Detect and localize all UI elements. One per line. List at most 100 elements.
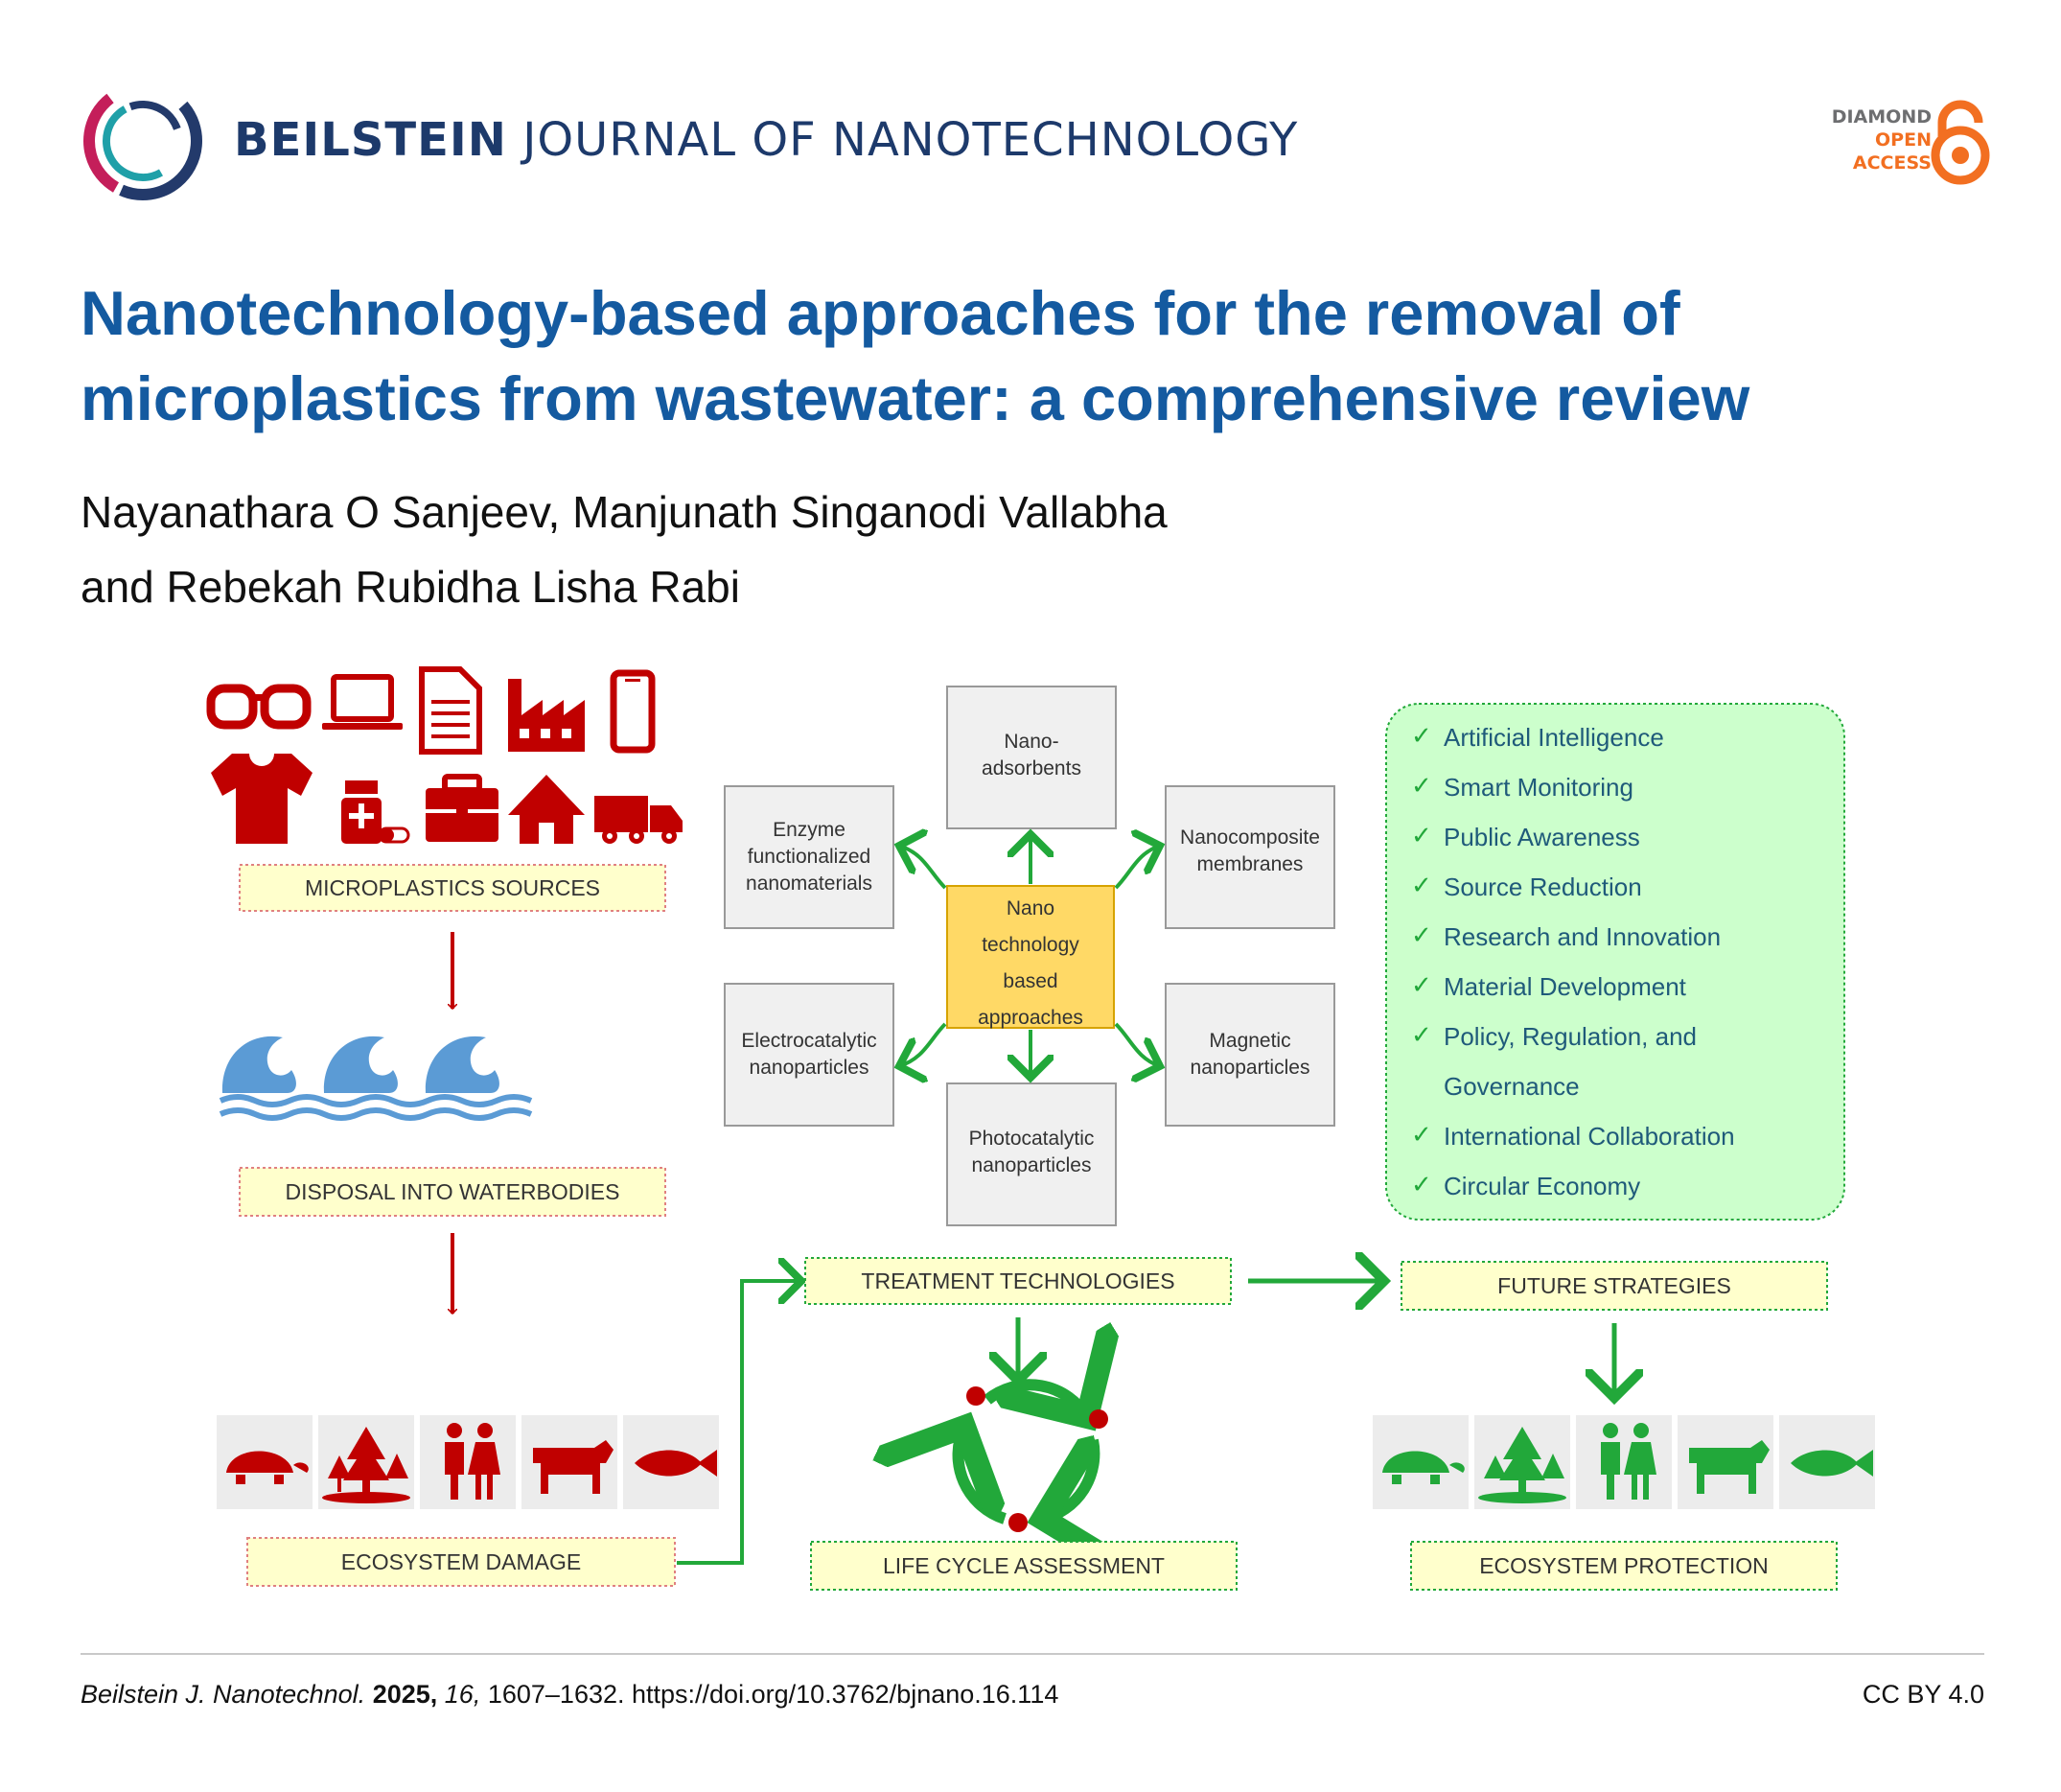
people-icon	[1601, 1423, 1656, 1500]
svg-text:International Collaboration: International Collaboration	[1444, 1122, 1735, 1151]
cow-icon	[533, 1440, 614, 1494]
svg-text:Artificial Intelligence: Artificial Intelligence	[1444, 723, 1664, 752]
nano-cluster: Nano- adsorbents Enzyme functionalized n…	[724, 686, 1335, 1226]
journal-title-bold: BEILSTEIN	[234, 113, 507, 167]
disposal-label: DISPOSAL INTO WATERBODIES	[239, 1167, 666, 1217]
svg-text:adsorbents: adsorbents	[982, 757, 1081, 780]
medicine-icon	[341, 780, 410, 844]
authors: Nayanathara O Sanjeev, Manjunath Singano…	[81, 475, 1902, 624]
svg-text:Nano: Nano	[1007, 897, 1054, 919]
ecosystem-damage-label: ECOSYSTEM DAMAGE	[246, 1537, 676, 1587]
turtle-icon	[1382, 1451, 1465, 1484]
svg-text:nanoparticles: nanoparticles	[1191, 1057, 1310, 1079]
license-label: CC BY 4.0	[1862, 1680, 1984, 1709]
svg-text:membranes: membranes	[1197, 853, 1304, 875]
svg-text:nanoparticles: nanoparticles	[972, 1154, 1092, 1176]
svg-text:✓: ✓	[1411, 970, 1432, 999]
svg-text:Source Reduction: Source Reduction	[1444, 873, 1642, 901]
svg-text:✓: ✓	[1411, 821, 1432, 849]
citation-year: 2025,	[372, 1680, 438, 1709]
future-strategies-label: FUTURE STRATEGIES	[1401, 1261, 1828, 1311]
people-icon	[445, 1423, 500, 1500]
svg-text:Magnetic: Magnetic	[1209, 1030, 1290, 1052]
svg-text:Smart Monitoring: Smart Monitoring	[1444, 773, 1633, 802]
document-icon	[419, 666, 482, 755]
svg-text:LIFE CYCLE ASSESSMENT: LIFE CYCLE ASSESSMENT	[883, 1553, 1165, 1578]
tshirt-icon	[211, 754, 313, 844]
trees-icon	[322, 1427, 410, 1503]
svg-text:✓: ✓	[1411, 771, 1432, 800]
laptop-icon	[322, 674, 403, 730]
svg-text:MICROPLASTICS SOURCES: MICROPLASTICS SOURCES	[305, 875, 600, 900]
glasses-icon	[206, 684, 312, 730]
open-access-label: DIAMOND OPEN ACCESS	[1832, 105, 1932, 175]
waves-icon	[219, 1036, 533, 1121]
life-cycle-assessment-label: LIFE CYCLE ASSESSMENT	[810, 1541, 1238, 1591]
phone-icon	[610, 669, 656, 754]
citation-journal: Beilstein J. Nanotechnol.	[81, 1680, 366, 1709]
article-title: Nanotechnology-based approaches for the …	[81, 270, 1979, 441]
citation-volume: 16,	[444, 1680, 481, 1709]
house-icon	[508, 775, 585, 844]
svg-text:ECOSYSTEM DAMAGE: ECOSYSTEM DAMAGE	[341, 1549, 581, 1574]
svg-text:✓: ✓	[1411, 1170, 1432, 1199]
authors-line: Nayanathara O Sanjeev, Manjunath Singano…	[81, 487, 1168, 537]
article-title-line: microplastics from wastewater: a compreh…	[81, 363, 1750, 433]
svg-text:nanomaterials: nanomaterials	[746, 873, 872, 895]
svg-text:TREATMENT TECHNOLOGIES: TREATMENT TECHNOLOGIES	[861, 1268, 1174, 1293]
svg-text:FUTURE STRATEGIES: FUTURE STRATEGIES	[1497, 1273, 1731, 1298]
svg-text:technology: technology	[982, 934, 1079, 956]
svg-text:functionalized: functionalized	[748, 846, 870, 868]
oa-line-open: OPEN	[1875, 129, 1932, 151]
fish-icon	[1791, 1450, 1873, 1477]
svg-text:nanoparticles: nanoparticles	[750, 1057, 869, 1079]
beilstein-logo-icon	[83, 81, 202, 200]
svg-text:Nanocomposite: Nanocomposite	[1180, 826, 1320, 849]
ecosystem-protection-label: ECOSYSTEM PROTECTION	[1410, 1541, 1838, 1591]
oa-line-diamond: DIAMOND	[1831, 106, 1932, 128]
authors-line: and Rebekah Rubidha Lisha Rabi	[81, 562, 740, 612]
svg-text:Circular Economy: Circular Economy	[1444, 1172, 1640, 1200]
truck-icon	[594, 796, 683, 844]
svg-text:Electrocatalytic: Electrocatalytic	[741, 1030, 876, 1052]
svg-text:Material Development: Material Development	[1444, 972, 1687, 1001]
citation: Beilstein J. Nanotechnol. 2025, 16, 1607…	[81, 1680, 1058, 1710]
fish-icon	[635, 1450, 717, 1477]
svg-text:✓: ✓	[1411, 871, 1432, 899]
svg-text:DISPOSAL INTO WATERBODIES: DISPOSAL INTO WATERBODIES	[286, 1179, 620, 1204]
svg-text:✓: ✓	[1411, 1020, 1432, 1049]
citation-doi-link[interactable]: 1607–1632. https://doi.org/10.3762/bjnan…	[487, 1680, 1059, 1709]
journal-title: BEILSTEIN JOURNAL OF NANOTECHNOLOGY	[234, 113, 1298, 167]
trees-icon	[1478, 1427, 1566, 1503]
microplastics-source-icons	[206, 666, 683, 844]
briefcase-icon	[426, 774, 498, 842]
treatment-technologies-label: TREATMENT TECHNOLOGIES	[804, 1257, 1232, 1305]
svg-text:✓: ✓	[1411, 721, 1432, 750]
factory-icon	[508, 679, 585, 752]
svg-text:approaches: approaches	[978, 1007, 1083, 1029]
journal-title-rest: JOURNAL OF NANOTECHNOLOGY	[522, 113, 1299, 167]
svg-text:Photocatalytic: Photocatalytic	[969, 1128, 1095, 1150]
damaged-ecosystem-icons	[217, 1415, 719, 1509]
oa-line-access: ACCESS	[1852, 152, 1932, 174]
footer-divider	[81, 1653, 1984, 1655]
article-title-line: Nanotechnology-based approaches for the …	[81, 278, 1680, 348]
svg-text:ECOSYSTEM PROTECTION: ECOSYSTEM PROTECTION	[1479, 1553, 1769, 1578]
recycle-cycle-icon	[959, 1385, 1108, 1532]
svg-text:Policy, Regulation, and: Policy, Regulation, and	[1444, 1022, 1697, 1051]
graphical-abstract: MICROPLASTICS SOURCES DISPOSAL INTO WATE…	[206, 666, 1875, 1591]
svg-text:Public Awareness: Public Awareness	[1444, 823, 1640, 851]
protected-ecosystem-icons	[1373, 1415, 1875, 1509]
svg-text:✓: ✓	[1411, 920, 1432, 949]
svg-text:Governance: Governance	[1444, 1072, 1580, 1101]
svg-text:Enzyme: Enzyme	[773, 819, 845, 841]
cow-icon	[1689, 1440, 1770, 1494]
future-strategies-list: ✓ Artificial Intelligence ✓ Smart Monitori…	[1385, 703, 1845, 1221]
turtle-icon	[226, 1451, 309, 1484]
svg-text:✓: ✓	[1411, 1120, 1432, 1149]
svg-text:Research and Innovation: Research and Innovation	[1444, 922, 1721, 951]
green-arrow	[677, 1281, 801, 1565]
svg-text:Nano-: Nano-	[1004, 731, 1058, 753]
svg-text:based: based	[1003, 970, 1057, 992]
open-access-lock-icon	[1931, 100, 1990, 185]
